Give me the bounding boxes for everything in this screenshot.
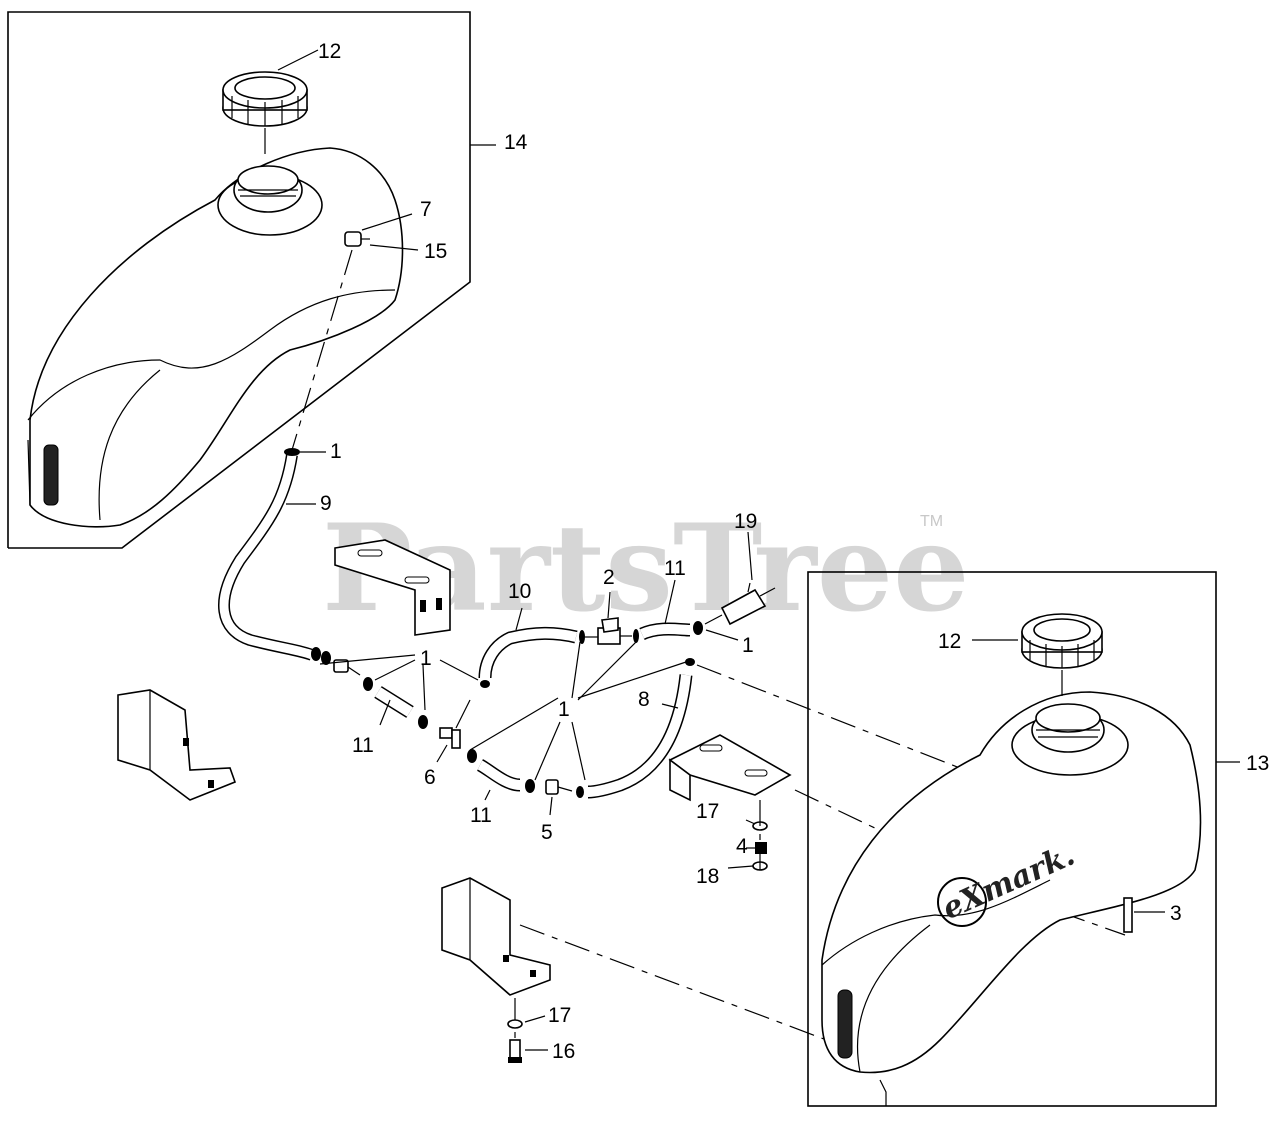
callout-19: 19 — [734, 510, 757, 533]
shutoff-valve — [579, 617, 639, 645]
fuel-hose-11-lower — [467, 749, 584, 798]
callout-5: 5 — [541, 821, 553, 844]
callout-15: 15 — [424, 240, 447, 263]
callout-7: 7 — [420, 198, 432, 221]
watermark-trademark: TM — [920, 513, 943, 530]
callout-16: 16 — [552, 1040, 575, 1063]
fuel-filter — [704, 582, 776, 626]
callout-8: 8 — [638, 688, 650, 711]
left-fuel-cap — [222, 71, 308, 160]
left-tank-window — [43, 444, 59, 506]
callout-14: 14 — [504, 131, 528, 154]
callout-2: 2 — [603, 566, 615, 589]
mounting-bracket-top — [334, 539, 451, 636]
fuel-hose-11-upper — [639, 621, 703, 641]
mounting-bracket-bottom — [441, 877, 551, 996]
callout-12-right: 12 — [938, 630, 961, 653]
callout-12-left: 12 — [318, 40, 341, 63]
callout-10: 10 — [508, 580, 531, 603]
bottom-hardware — [507, 998, 523, 1063]
callout-11-bottom: 11 — [470, 804, 492, 827]
callout-6: 6 — [424, 766, 436, 789]
callout-4: 4 — [736, 835, 748, 858]
callout-13: 13 — [1246, 752, 1269, 775]
callout-1-center: 1 — [558, 698, 570, 721]
callout-18: 18 — [696, 865, 719, 888]
fuel-hose-10 — [478, 626, 578, 688]
right-tank-window — [837, 989, 853, 1059]
callout-17-lower: 17 — [548, 1004, 571, 1027]
callout-11-top: 11 — [664, 557, 686, 580]
right-tank-inset — [807, 571, 1217, 1107]
callout-9: 9 — [320, 492, 332, 515]
fuel-hose-8 — [587, 658, 695, 799]
left-fuel-tank — [27, 147, 404, 528]
fuel-hose-9 — [218, 454, 315, 661]
right-fuel-cap — [1021, 613, 1103, 702]
right-fuel-tank: eXmark. — [821, 691, 1202, 1074]
callout-1-top: 1 — [330, 440, 342, 463]
hose-clamp — [284, 448, 300, 456]
tank-pin — [1123, 897, 1133, 933]
mounting-bracket-right — [668, 734, 792, 802]
tank-fitting — [344, 231, 370, 247]
left-tank-inset — [7, 11, 471, 549]
callout-3: 3 — [1170, 902, 1182, 925]
mounting-hardware — [752, 800, 768, 871]
mounting-bracket-left — [117, 689, 237, 801]
fuel-line-fittings — [311, 647, 471, 749]
callout-1-cluster-left: 1 — [420, 647, 432, 670]
callout-17-upper: 17 — [696, 800, 719, 823]
callout-1-right: 1 — [742, 634, 754, 657]
callout-11-left: 11 — [352, 734, 374, 757]
